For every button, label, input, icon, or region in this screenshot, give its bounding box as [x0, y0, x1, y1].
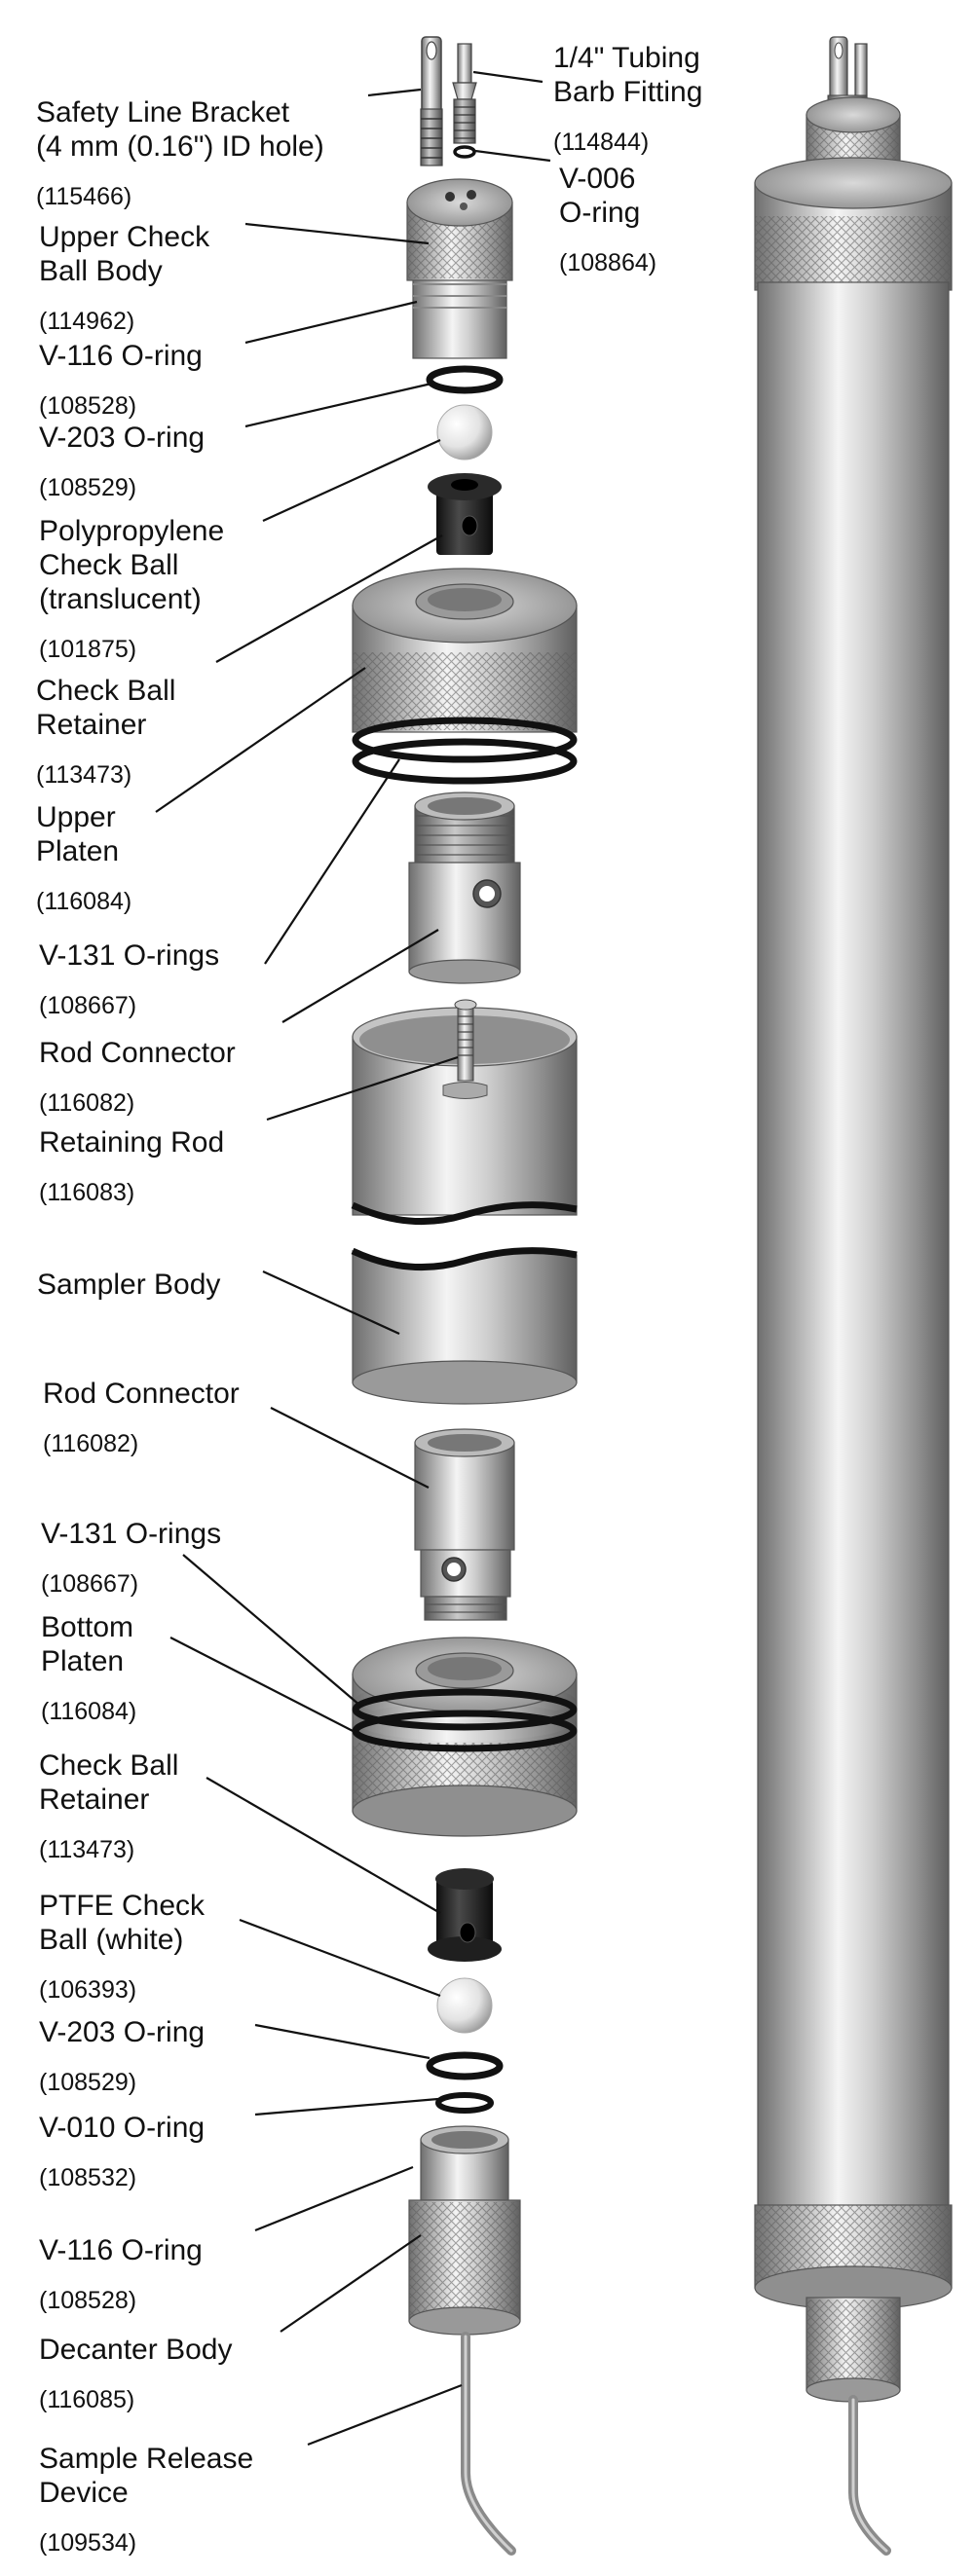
- label-name: V-203 O-ring: [39, 2016, 206, 2048]
- upper-check-ball-body-part: [406, 178, 513, 359]
- label-upper-platen: Upper Platen (116084): [36, 783, 131, 935]
- label-part-number: (108667): [39, 992, 137, 1019]
- tubing-barb-fitting-part: [452, 43, 477, 144]
- label-name: V-116 O-ring: [39, 2234, 203, 2266]
- rod-connector-bottom-part: [414, 1428, 515, 1621]
- label-part-number: (108529): [39, 2069, 137, 2096]
- label-polypropylene-check-ball: Polypropylene Check Ball (translucent) (…: [39, 497, 224, 682]
- label-name: V-131 O-rings: [41, 1518, 222, 1550]
- label-name: V-010 O-ring: [39, 2112, 206, 2144]
- label-part-number: (113473): [39, 1836, 135, 1863]
- label-name: Polypropylene Check Ball (translucent): [39, 515, 225, 615]
- safety-line-bracket-part: [420, 36, 443, 166]
- label-name: Decanter Body: [39, 2334, 233, 2366]
- label-name: V-203 O-ring: [39, 422, 206, 454]
- label-name: Retaining Rod: [39, 1126, 225, 1159]
- label-tubing-barb-fitting: 1/4" Tubing Barb Fitting (114844): [553, 23, 702, 175]
- label-sampler-body: Sampler Body: [37, 1250, 220, 1337]
- label-name: Safety Line Bracket (4 mm (0.16") ID hol…: [36, 96, 324, 163]
- leader-lines: [155, 70, 551, 2447]
- label-part-number: (116084): [36, 888, 132, 915]
- label-name: Sampler Body: [37, 1269, 221, 1301]
- label-rod-connector-bottom: Rod Connector (116082): [43, 1359, 240, 1477]
- sampler-body-bottom-part: [351, 1247, 578, 1405]
- label-part-number: (108864): [559, 249, 657, 276]
- label-bottom-platen: Bottom Platen (116084): [41, 1593, 136, 1745]
- label-v116-oring-top: V-116 O-ring (108528): [39, 321, 203, 439]
- polypropylene-check-ball-part: [436, 404, 493, 460]
- sample-release-device-part: [461, 2332, 516, 2556]
- sampler-body-top-part: [351, 999, 578, 1226]
- label-v131-orings-top: V-131 O-rings (108667): [39, 921, 219, 1039]
- label-v010-oring: V-010 O-ring (108532): [39, 2093, 205, 2211]
- label-part-number: (116084): [41, 1698, 137, 1725]
- label-name: Check Ball Retainer: [36, 675, 176, 741]
- label-part-number: (108528): [39, 392, 137, 420]
- label-upper-check-ball-body: Upper Check Ball Body (114962): [39, 202, 209, 354]
- label-check-ball-retainer-top: Check Ball Retainer (113473): [36, 656, 175, 808]
- assembled-sampler: [754, 36, 953, 2556]
- v006-oring-part: [453, 145, 476, 159]
- label-v116-oring-bottom: V-116 O-ring (108528): [39, 2216, 203, 2334]
- label-v006-oring: V-006 O-ring (108864): [559, 144, 656, 296]
- label-part-number: (116082): [39, 1089, 135, 1117]
- label-decanter-body: Decanter Body (116085): [39, 2315, 232, 2433]
- check-ball-retainer-bottom-part: [428, 1868, 502, 1962]
- label-name: V-131 O-rings: [39, 939, 220, 972]
- label-part-number: (109534): [39, 2529, 137, 2557]
- label-name: 1/4" Tubing Barb Fitting: [553, 42, 703, 108]
- upper-platen-part: [352, 568, 578, 785]
- label-name: PTFE Check Ball (white): [39, 1890, 206, 1956]
- label-retaining-rod: Retaining Rod (116083): [39, 1108, 224, 1226]
- label-part-number: (108667): [41, 1570, 139, 1598]
- label-part-number: (108529): [39, 474, 137, 501]
- label-name: Upper Check Ball Body: [39, 221, 210, 287]
- label-part-number: (101875): [39, 636, 137, 663]
- label-name: Sample Release Device: [39, 2443, 254, 2509]
- label-ptfe-check-ball: PTFE Check Ball (white) (106393): [39, 1871, 205, 2023]
- label-safety-line-bracket: Safety Line Bracket (4 mm (0.16") ID hol…: [36, 78, 324, 230]
- v010-oring-part: [435, 2092, 494, 2114]
- label-name: Bottom Platen: [41, 1611, 134, 1677]
- label-v131-orings-bottom: V-131 O-rings (108667): [41, 1499, 221, 1617]
- label-part-number: (108528): [39, 2287, 137, 2314]
- label-part-number: (106393): [39, 1976, 137, 2004]
- label-part-number: (114962): [39, 308, 135, 335]
- label-name: Rod Connector: [39, 1037, 236, 1069]
- label-v203-oring-bottom: V-203 O-ring (108529): [39, 1998, 205, 2116]
- label-part-number: (114844): [553, 129, 650, 156]
- label-name: Upper Platen: [36, 801, 120, 867]
- label-name: Rod Connector: [43, 1378, 240, 1410]
- label-rod-connector-top: Rod Connector (116082): [39, 1018, 236, 1136]
- label-part-number: (116085): [39, 2386, 135, 2413]
- bottom-platen-part: [352, 1637, 578, 1837]
- check-ball-retainer-top-part: [428, 473, 502, 555]
- decanter-body-part: [408, 2125, 521, 2336]
- label-part-number: (116082): [43, 1430, 139, 1457]
- label-part-number: (116083): [39, 1179, 135, 1206]
- label-v203-oring-top: V-203 O-ring (108529): [39, 403, 205, 521]
- ptfe-check-ball-part: [436, 1977, 493, 2034]
- v203-oring-top-part: [426, 365, 504, 394]
- label-part-number: (108532): [39, 2164, 137, 2191]
- rod-connector-top-part: [408, 791, 521, 984]
- label-sample-release-device: Sample Release Device (109534): [39, 2424, 253, 2576]
- label-name: Check Ball Retainer: [39, 1749, 179, 1816]
- label-check-ball-retainer-bottom: Check Ball Retainer (113473): [39, 1731, 178, 1883]
- label-name: V-116 O-ring: [39, 340, 203, 372]
- label-part-number: (115466): [36, 183, 132, 210]
- v203-oring-bottom-part: [426, 2051, 504, 2080]
- label-name: V-006 O-ring: [559, 163, 641, 229]
- label-part-number: (113473): [36, 761, 132, 789]
